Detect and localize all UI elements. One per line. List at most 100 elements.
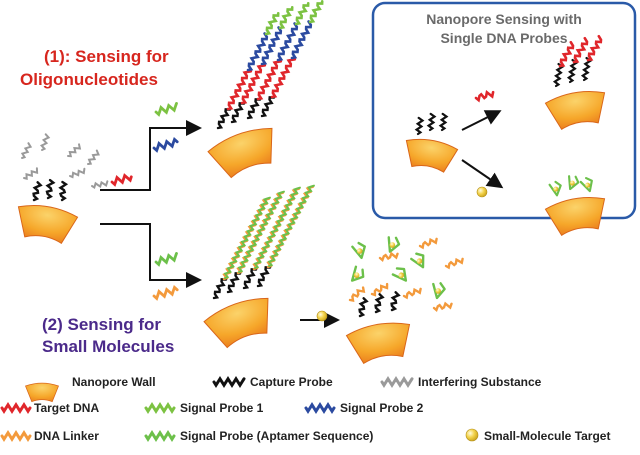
oligo-target-1 bbox=[226, 70, 253, 111]
oligo-capture-3 bbox=[246, 98, 262, 120]
oligo-target-3 bbox=[256, 60, 283, 101]
assembly-pore-wall-body bbox=[203, 297, 269, 349]
legend-label-linker: DNA Linker bbox=[34, 429, 99, 443]
inset-bound-aptamer-2-strand bbox=[568, 175, 580, 191]
released-pore-wall bbox=[345, 322, 411, 365]
inset-oligo-pore-wall bbox=[544, 91, 606, 130]
released-linker-5 bbox=[432, 301, 453, 313]
legend-label-aptamer: Signal Probe (Aptamer Sequence) bbox=[180, 429, 373, 443]
dna-linker-reagent bbox=[152, 284, 179, 301]
inset-molecule-pore-wall bbox=[544, 197, 606, 236]
legend-signal1-icon bbox=[144, 401, 176, 415]
section1-title: (1): Sensing for Oligonucleotides bbox=[20, 47, 169, 89]
interfering-substance-1 bbox=[20, 142, 33, 159]
inset-bound-aptamer-1 bbox=[548, 180, 562, 197]
released-aptamer-6 bbox=[391, 267, 408, 282]
released-capture-2 bbox=[374, 293, 385, 314]
released-aptamer-5 bbox=[350, 265, 365, 282]
interfering-substance-3 bbox=[67, 143, 82, 158]
inset-target-dna bbox=[474, 89, 495, 103]
inset-bound-aptamer-3-strand bbox=[579, 177, 593, 193]
section2-title-line2: Small Molecules bbox=[42, 337, 174, 356]
assembly-aptamer-4 bbox=[267, 184, 315, 267]
inset-start-pore-wall bbox=[405, 138, 459, 173]
arrow-inset-molecule bbox=[461, 159, 504, 189]
released-capture-1 bbox=[358, 297, 369, 318]
oligo-capture-4 bbox=[260, 96, 276, 118]
inset-oligo-target-2 bbox=[572, 36, 589, 64]
oligo-target-4 bbox=[270, 58, 297, 99]
start-capture-probe-2 bbox=[45, 178, 56, 200]
released-aptamer-3-strand bbox=[410, 252, 425, 269]
released-linker-6 bbox=[402, 287, 422, 300]
start-pore-wall bbox=[17, 205, 79, 244]
inset-start-capture-3 bbox=[438, 112, 449, 132]
legend-label-signal1: Signal Probe 1 bbox=[180, 401, 264, 415]
oligo-target-2 bbox=[240, 64, 267, 105]
released-pore-wall-body bbox=[345, 322, 411, 365]
oligo-signal2-1 bbox=[246, 32, 269, 72]
legend-icons bbox=[0, 375, 479, 443]
released-aptamer-4-strand bbox=[432, 282, 446, 300]
interfering-substance-2 bbox=[39, 133, 51, 151]
inset-oligo-capture-2 bbox=[566, 58, 579, 84]
inset-oligo-capture-1 bbox=[552, 62, 565, 88]
assembly-capture-4 bbox=[256, 266, 272, 288]
section1-title-line1: (1): Sensing for bbox=[44, 47, 169, 66]
section1-title-line2: Oligonucleotides bbox=[20, 70, 158, 89]
released-aptamer-4 bbox=[432, 282, 446, 300]
released-aptamer-5-molecule bbox=[353, 272, 360, 279]
assembly-capture-3 bbox=[242, 268, 258, 290]
oligo-pore-wall bbox=[207, 127, 273, 179]
released-linker-7 bbox=[348, 286, 366, 302]
oligo-capture-1 bbox=[216, 108, 232, 130]
inset-oligo-target-3 bbox=[586, 34, 603, 62]
oligo-signal2-3 bbox=[276, 22, 299, 62]
inset-title-line2: Single DNA Probes bbox=[440, 30, 567, 46]
legend-aptamer-icon bbox=[144, 429, 176, 443]
legend-label-target: Target DNA bbox=[34, 401, 99, 415]
signal-probe-2-reagent bbox=[152, 136, 179, 153]
inset-start-pore-wall-body bbox=[405, 138, 459, 173]
diagram-elements bbox=[17, 0, 606, 365]
legend-label-capture: Capture Probe bbox=[250, 375, 333, 389]
arrow-oligo bbox=[100, 120, 202, 191]
oligo-signal2-4 bbox=[290, 20, 313, 60]
start-capture-probe-3 bbox=[58, 180, 69, 202]
released-linker-3 bbox=[444, 257, 464, 270]
legend: Nanopore Wall Capture Probe Interfering … bbox=[0, 375, 610, 443]
released-aptamer-2-molecule bbox=[389, 242, 396, 248]
target-dna-incoming bbox=[110, 173, 133, 187]
interfering-substance-7 bbox=[87, 149, 100, 165]
legend-small-molecule-icon bbox=[465, 428, 479, 442]
released-capture-3 bbox=[390, 291, 401, 312]
assembly-aptamer-3 bbox=[253, 186, 301, 269]
assembly-aptamer-1 bbox=[223, 196, 271, 279]
legend-linker-icon bbox=[0, 429, 32, 443]
legend-wall-icon bbox=[25, 382, 59, 403]
interfering-substance-5 bbox=[69, 167, 86, 179]
legend-label-interfering: Interfering Substance bbox=[418, 375, 542, 389]
inset-molecule-pore-wall-body bbox=[544, 197, 606, 236]
inset-bound-aptamer-1-molecule bbox=[553, 186, 559, 192]
released-linker-1 bbox=[378, 251, 399, 263]
assembly-capture-2 bbox=[226, 272, 242, 294]
oligo-capture-2 bbox=[230, 102, 246, 124]
oligo-signal1-2 bbox=[278, 6, 294, 30]
assembly-aptamer-2 bbox=[237, 190, 285, 273]
arrow-inset-target bbox=[461, 110, 502, 131]
section2-title: (2) Sensing for Small Molecules bbox=[42, 315, 174, 356]
released-linker-2 bbox=[418, 237, 438, 250]
oligo-signal1-4 bbox=[308, 0, 324, 24]
aptamer-reagent bbox=[154, 252, 178, 267]
assembly-capture-1 bbox=[212, 278, 228, 300]
inset-title-line1: Nanopore Sensing with bbox=[426, 11, 582, 27]
released-aptamer-5-strand bbox=[350, 265, 365, 282]
inset-bound-aptamer-2 bbox=[568, 175, 580, 191]
released-aptamer-2-strand bbox=[387, 236, 401, 253]
inset-small-molecule bbox=[476, 186, 488, 198]
inset-bound-aptamer-3 bbox=[579, 177, 593, 193]
signal-probe-1-reagent bbox=[154, 102, 178, 117]
released-aptamer-4-molecule bbox=[435, 288, 441, 294]
legend-label-small-molecule: Small-Molecule Target bbox=[484, 429, 610, 443]
